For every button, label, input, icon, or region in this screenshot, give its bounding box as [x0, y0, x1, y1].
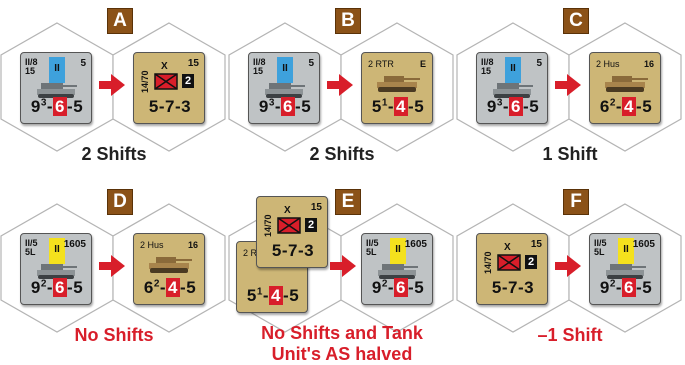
unit-id: 14/70 — [483, 251, 493, 274]
unit-strength: 1605 — [64, 239, 86, 250]
unit-strength: 15 — [311, 202, 322, 213]
infantry-symbol-icon — [497, 254, 521, 271]
step-badge: 2 — [525, 255, 537, 269]
unit-size: II — [503, 63, 523, 83]
counter-values: 93-6-5 — [259, 97, 311, 116]
unit-tag: E — [420, 59, 426, 69]
unit-name: 2 RTR — [368, 59, 394, 69]
example-letter-badge: E — [335, 189, 361, 215]
example-letter-badge: D — [107, 189, 133, 215]
unit-id: 14/70 — [140, 70, 150, 93]
counter-values: 5-7-3 — [477, 278, 549, 298]
unit-strength: 5 — [536, 58, 542, 69]
counter-values: 93-6-5 — [487, 97, 539, 116]
unit-size: X — [504, 242, 511, 253]
unit-id: 14/70 — [263, 214, 273, 237]
attack-arrow-icon — [327, 74, 353, 96]
shift-result-caption: No Shifts and Tank — [228, 323, 456, 344]
unit-size: X — [284, 205, 291, 216]
shift-result-caption: 2 Shifts — [228, 144, 456, 165]
unit-size: II — [47, 63, 67, 83]
infantry-symbol-icon — [277, 217, 301, 234]
unit-strength: 1605 — [633, 239, 655, 250]
unit-strength: 5 — [80, 58, 86, 69]
counter-values: 62-4-5 — [600, 97, 652, 116]
infantry-symbol-icon — [154, 73, 178, 90]
attack-arrow-icon — [99, 74, 125, 96]
unit-strength: 5 — [308, 58, 314, 69]
counter-values: 92-6-5 — [600, 278, 652, 297]
counter-values: 5-7-3 — [134, 97, 206, 117]
attack-arrow-icon — [555, 74, 581, 96]
tank-icon — [602, 73, 650, 93]
infantry-unit-counter[interactable]: 14/70 X 15 2 5-7-3 — [256, 196, 328, 268]
attack-arrow-icon — [555, 255, 581, 277]
counter-values: 93-6-5 — [31, 97, 83, 116]
unit-tag: 16 — [188, 240, 198, 250]
unit-strength: 15 — [188, 58, 199, 69]
attack-arrow-icon — [99, 255, 125, 277]
example-letter-badge: C — [563, 8, 589, 34]
unit-name: 2 Hus — [596, 59, 620, 69]
example-letter-badge: F — [563, 189, 589, 215]
tank-unit-counter[interactable]: 2 Hus 16 62-4-5 — [589, 52, 661, 124]
counter-values: 62-4-5 — [144, 278, 196, 297]
unit-tag: 16 — [644, 59, 654, 69]
unit-size: X — [161, 61, 168, 72]
unit-size: II — [275, 63, 295, 83]
counter-values: 51-4-5 — [247, 286, 299, 305]
infantry-unit-counter[interactable]: 14/70 X 15 2 5-7-3 — [133, 52, 205, 124]
example-letter-badge: B — [335, 8, 361, 34]
shift-result-caption: 1 Shift — [456, 144, 684, 165]
counter-values: 92-6-5 — [372, 278, 424, 297]
shift-result-caption: –1 Shift — [456, 325, 684, 346]
tank-icon — [374, 73, 422, 93]
example-letter-badge: A — [107, 8, 133, 34]
tank-icon — [146, 254, 194, 274]
infantry-unit-counter[interactable]: 14/70 X 15 2 5-7-3 — [476, 233, 548, 305]
unit-name: 2 R — [243, 248, 257, 258]
shift-result-caption: 2 Shifts — [0, 144, 228, 165]
shift-result-caption: No Shifts — [0, 325, 228, 346]
unit-name: 2 Hus — [140, 240, 164, 250]
attack-arrow-icon — [330, 255, 356, 277]
counter-values: 92-6-5 — [31, 278, 83, 297]
unit-strength: 15 — [531, 239, 542, 250]
tank-unit-counter[interactable]: 2 RTR E 51-4-5 — [361, 52, 433, 124]
counter-values: 51-4-5 — [372, 97, 424, 116]
counter-values: 5-7-3 — [257, 241, 329, 261]
tank-unit-counter[interactable]: 2 Hus 16 62-4-5 — [133, 233, 205, 305]
unit-strength: 1605 — [405, 239, 427, 250]
step-badge: 2 — [305, 218, 317, 232]
step-badge: 2 — [182, 74, 194, 88]
